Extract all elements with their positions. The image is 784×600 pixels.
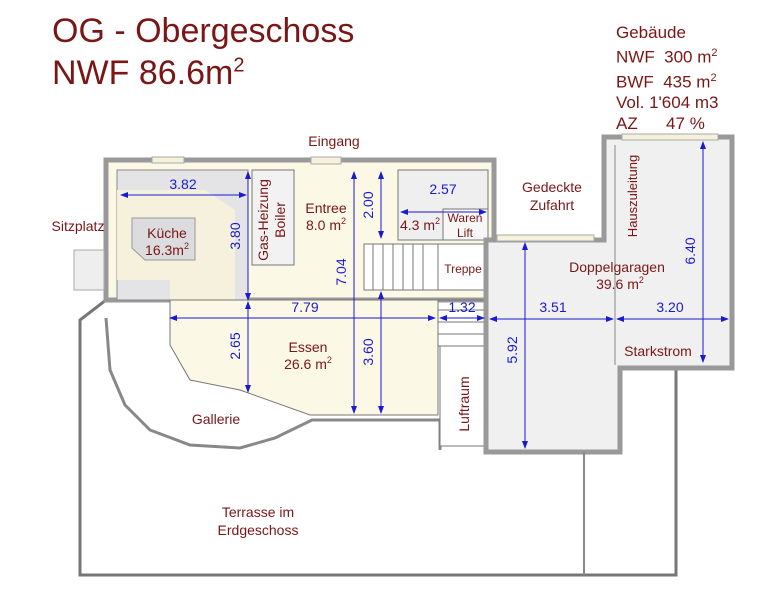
sup: 2 — [184, 241, 189, 251]
dim-3-80: 3.80 — [227, 222, 243, 249]
label-entree: Entree — [305, 200, 346, 216]
stair-steps — [372, 244, 486, 347]
terrace-outline — [78, 298, 678, 577]
dim-6-40: 6.40 — [682, 237, 698, 264]
label-eingang: Eingang — [308, 133, 359, 149]
nwf-text: NWF 86.6m — [52, 54, 234, 92]
area: 26.6 m — [284, 356, 327, 372]
label-lift: Lift — [457, 226, 474, 240]
info-nwf: NWF 300 m2 — [616, 43, 718, 68]
dim-3-20: 3.20 — [656, 299, 683, 315]
window — [621, 133, 719, 141]
dim-1-32: 1.32 — [448, 299, 475, 315]
dim-7-79: 7.79 — [291, 299, 318, 315]
label-starkstrom: Starkstrom — [624, 343, 692, 359]
label-kueche-area: 16.3m2 — [145, 241, 189, 258]
sup: 2 — [233, 54, 245, 77]
sup: 2 — [710, 71, 717, 84]
dim-3-60: 3.60 — [360, 338, 376, 365]
label-treppe: Treppe — [444, 262, 482, 276]
dimension-labels: 3.82 3.80 2.00 2.57 7.04 7.79 1.32 2.65 … — [169, 176, 698, 366]
label-hauszuleitung: Hauszuleitung — [625, 155, 640, 237]
dim-2-00: 2.00 — [360, 191, 376, 218]
entrance-door — [310, 156, 342, 165]
dimension-lines — [120, 141, 729, 449]
void-area — [439, 345, 487, 447]
gallery-railing — [104, 317, 442, 450]
dim-3-51: 3.51 — [539, 299, 566, 315]
dining-floor — [169, 299, 439, 416]
dim-2-65: 2.65 — [227, 332, 243, 359]
label-erdgeschoss: Erdgeschoss — [218, 522, 299, 538]
label-gedeckte: Gedeckte — [522, 179, 582, 195]
sup: 2 — [327, 355, 332, 365]
area: 8.0 m — [306, 217, 341, 233]
staircase — [363, 243, 487, 291]
label-garage-area: 39.6 m2 — [596, 275, 644, 292]
terrace-steps — [73, 249, 105, 291]
label-essen: Essen — [289, 339, 328, 355]
window — [151, 156, 185, 164]
dim-7-04: 7.04 — [333, 258, 349, 285]
label-doppelgaragen: Doppelgaragen — [569, 259, 665, 275]
info-vol: Vol. 1'604 m3 — [616, 93, 719, 113]
dim-5-92: 5.92 — [504, 336, 520, 363]
info-az: AZ 47 % — [616, 114, 705, 134]
sup: 2 — [639, 275, 644, 285]
info-bwf: BWF 435 m2 — [616, 68, 718, 93]
dim-2-57: 2.57 — [429, 181, 456, 197]
garage-door — [496, 234, 595, 242]
sup: 2 — [341, 216, 346, 226]
area: 39.6 m — [596, 276, 639, 292]
nwf: NWF 300 m — [616, 47, 712, 67]
boiler-room — [251, 169, 295, 266]
plan-title: OG - Obergeschoss — [52, 12, 355, 50]
garage-walls — [483, 134, 735, 455]
plan-nwf: NWF 86.6m2 — [52, 54, 244, 93]
dim-3-82: 3.82 — [169, 176, 196, 192]
label-zufahrt: Zufahrt — [530, 197, 574, 213]
label-luftraum: Luftraum — [456, 376, 472, 431]
sup: 2 — [711, 47, 718, 59]
kitchen-island — [131, 217, 196, 261]
building-info: Gebäude NWF 300 m2 BWF 435 m2 Vol. 1'604… — [616, 22, 718, 134]
sup: 2 — [435, 216, 440, 226]
label-sitzplatz: Sitzplatz — [52, 218, 105, 234]
label-gas-heizung: Gas-Heizung — [255, 179, 271, 261]
info-heading: Gebäude — [616, 23, 686, 42]
label-waren: Waren — [448, 211, 483, 225]
label-small-area: 4.3 m2 — [400, 216, 440, 233]
label-terrasse: Terrasse im — [222, 504, 294, 520]
label-gallerie: Gallerie — [192, 411, 240, 427]
label-kueche: Küche — [147, 225, 187, 241]
label-boiler: Boiler — [272, 202, 288, 238]
label-entree-area: 8.0 m2 — [306, 216, 346, 233]
room-labels: Eingang Sitzplatz Küche 16.3m2 Entree 8.… — [52, 133, 692, 538]
label-essen-area: 26.6 m2 — [284, 355, 332, 372]
bwf: BWF 435 m — [616, 72, 711, 92]
area: 4.3 m — [400, 217, 435, 233]
area: 16.3m — [145, 242, 184, 258]
